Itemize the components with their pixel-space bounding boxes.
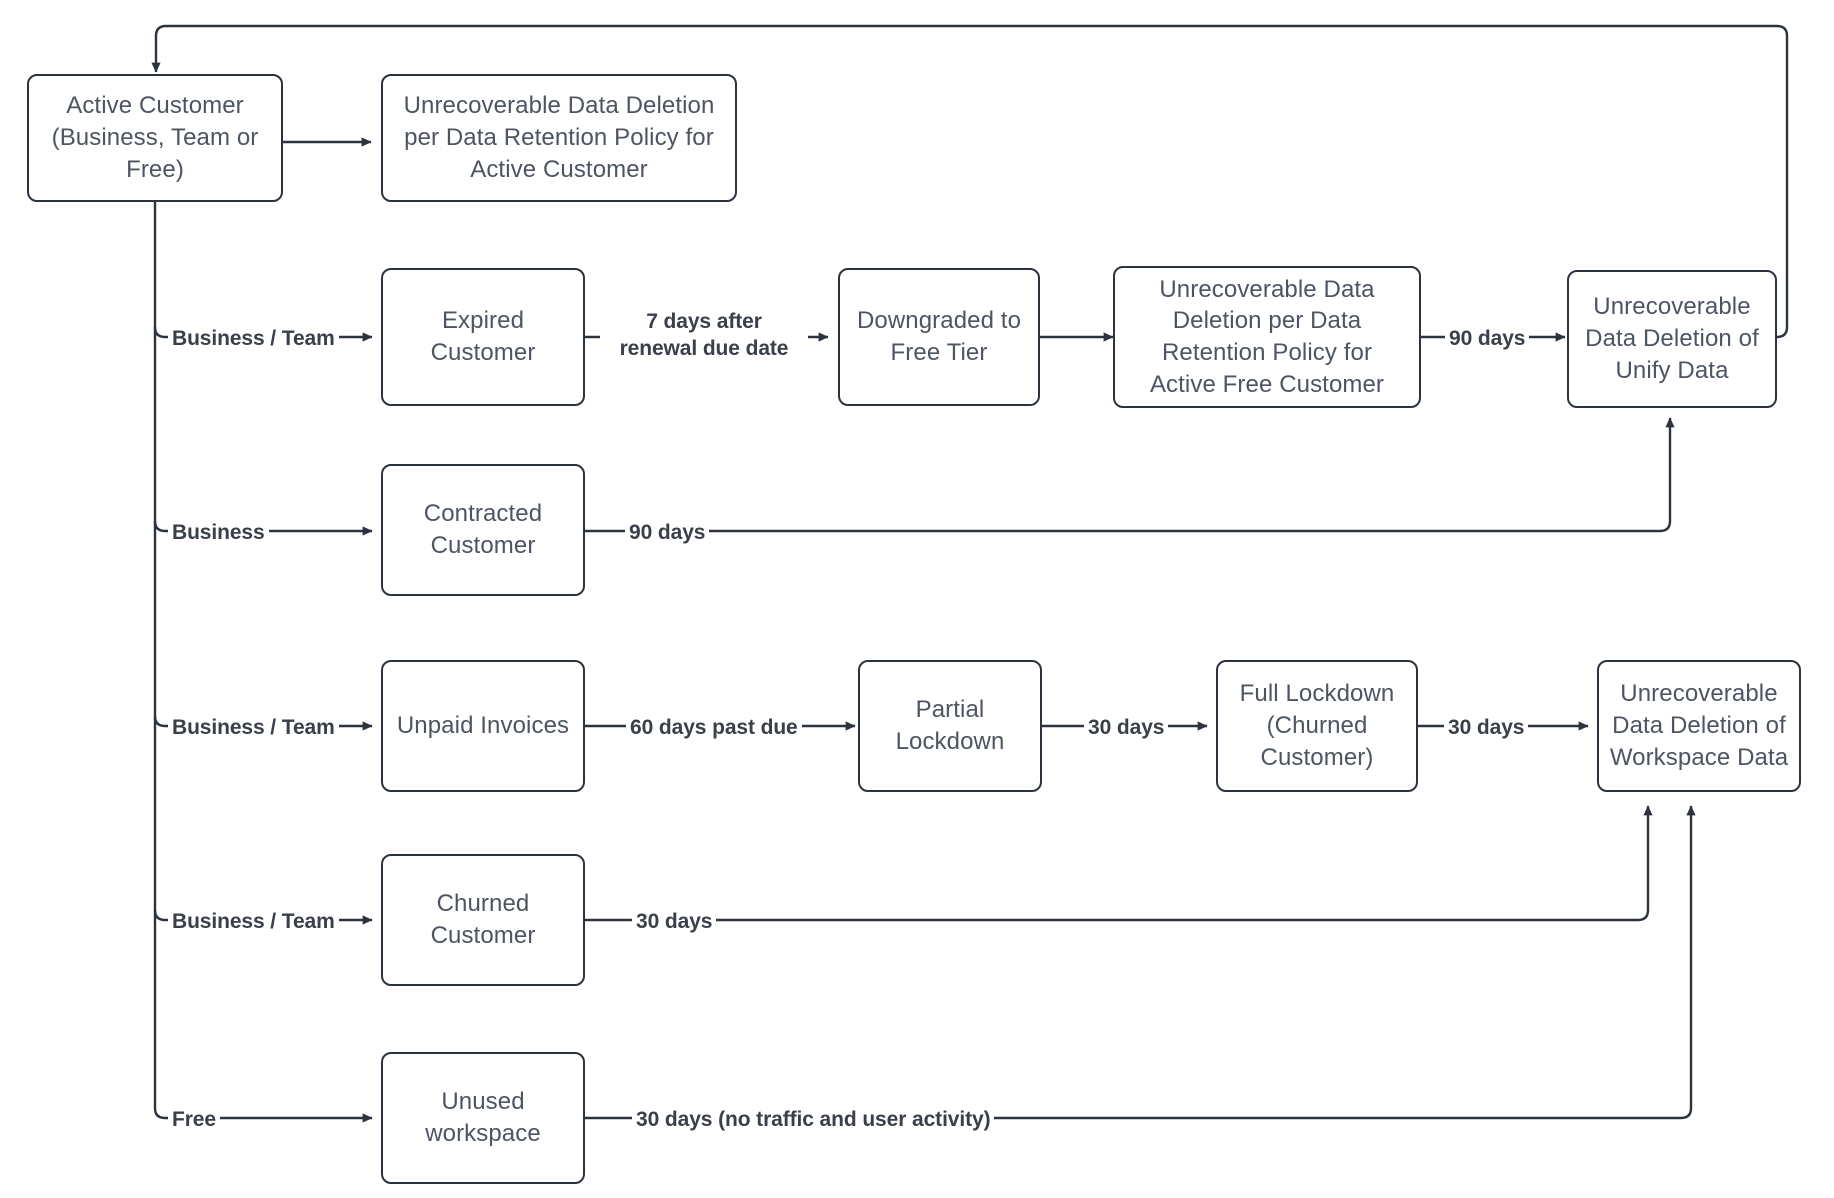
node-active-customer[interactable]: Active Customer (Business, Team or Free) bbox=[27, 74, 283, 202]
edge-contracted-to-unify bbox=[585, 417, 1675, 533]
edge-churned-to-workspace bbox=[585, 805, 1653, 922]
node-downgraded-free-tier[interactable]: Downgraded to Free Tier bbox=[838, 268, 1040, 406]
node-expired-customer[interactable]: Expired Customer bbox=[381, 268, 585, 406]
node-partial-lockdown[interactable]: Partial Lockdown bbox=[858, 660, 1042, 792]
edge-label-branch-free: Free bbox=[168, 1106, 220, 1134]
edge-label-churned-to-workspace: 30 days bbox=[632, 908, 717, 936]
edge-label-full-to-workspace: 30 days bbox=[1444, 714, 1529, 742]
branch-stub-business-team-3 bbox=[153, 909, 176, 922]
edge-label-unpaid-to-partial: 60 days past due bbox=[626, 714, 802, 742]
node-churned-customer[interactable]: Churned Customer bbox=[381, 854, 585, 986]
edge-label-branch-business-team-1: Business / Team bbox=[168, 325, 339, 353]
edge-label-branch-business: Business bbox=[168, 519, 269, 547]
node-deletion-active-free-customer[interactable]: Unrecoverable Data Deletion per Data Ret… bbox=[1113, 266, 1421, 408]
node-deletion-workspace-data[interactable]: Unrecoverable Data Deletion of Workspace… bbox=[1597, 660, 1801, 792]
edge-unused-to-workspace bbox=[585, 805, 1696, 1120]
node-deletion-unify-data[interactable]: Unrecoverable Data Deletion of Unify Dat… bbox=[1567, 270, 1777, 408]
node-full-lockdown-churned[interactable]: Full Lockdown (Churned Customer) bbox=[1216, 660, 1418, 792]
edge-label-branch-business-team-2: Business / Team bbox=[168, 714, 339, 742]
node-unused-workspace[interactable]: Unused workspace bbox=[381, 1052, 585, 1184]
edge-label-free-deletion-to-unify: 90 days bbox=[1445, 325, 1530, 353]
edge-label-expired-to-downgraded: 7 days after renewal due date bbox=[600, 308, 808, 363]
edge-label-branch-business-team-3: Business / Team bbox=[168, 908, 339, 936]
edge-label-unused-to-workspace: 30 days (no traffic and user activity) bbox=[632, 1106, 995, 1134]
edge-unify-feedback-to-active bbox=[151, 24, 1789, 339]
branch-stub-business-team-2 bbox=[153, 715, 176, 728]
node-contracted-customer[interactable]: Contracted Customer bbox=[381, 464, 585, 596]
spine-main bbox=[153, 202, 176, 1120]
edge-label-partial-to-full: 30 days bbox=[1084, 714, 1169, 742]
node-unpaid-invoices[interactable]: Unpaid Invoices bbox=[381, 660, 585, 792]
node-deletion-active-customer[interactable]: Unrecoverable Data Deletion per Data Ret… bbox=[381, 74, 737, 202]
branch-stub-business-team-1 bbox=[153, 326, 176, 339]
branch-stub-business bbox=[153, 520, 176, 533]
edge-label-contracted-to-unify: 90 days bbox=[625, 519, 710, 547]
